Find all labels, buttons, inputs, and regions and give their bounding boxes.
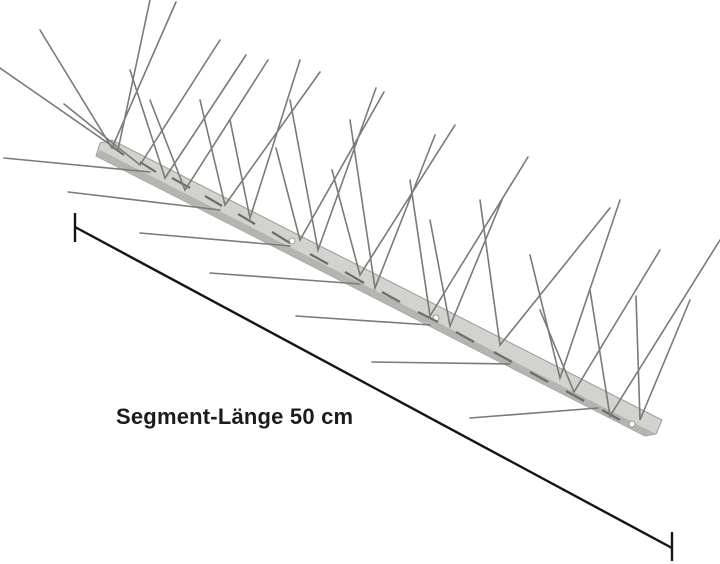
wire-spikes	[0, 0, 720, 421]
cross-bars	[109, 144, 621, 421]
dimension-line	[73, 213, 674, 561]
base-strip	[95, 139, 663, 437]
segment-length-label: Segment-Länge 50 cm	[116, 404, 354, 429]
